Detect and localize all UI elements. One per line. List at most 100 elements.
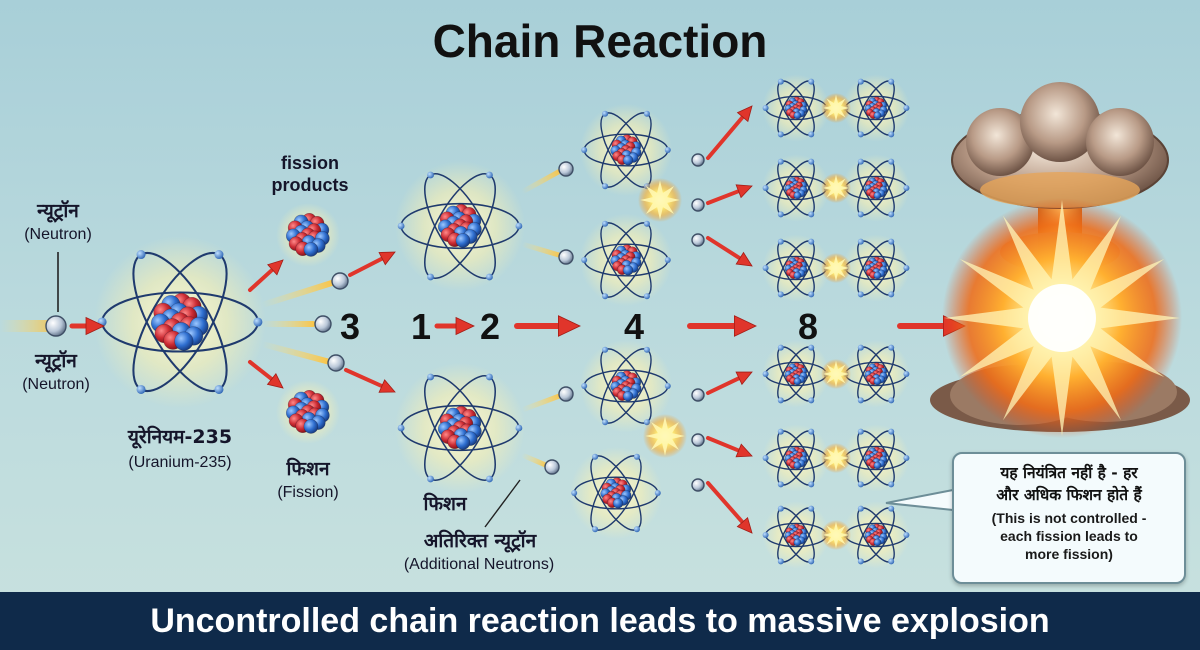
electron: [808, 131, 815, 138]
stage4-atom-right-1: [842, 74, 910, 142]
free-neutron: [558, 249, 574, 265]
electron: [515, 222, 523, 230]
electron: [777, 158, 784, 165]
fission-label-hi: फिशन: [286, 458, 330, 480]
electron: [808, 397, 815, 404]
electron: [777, 505, 784, 512]
stage4-atom-left-4: [762, 340, 830, 408]
electron: [486, 475, 493, 483]
cloud-underglow: [980, 172, 1140, 208]
additional-neutrons-label-en: (Additional Neutrons): [403, 556, 555, 573]
electron: [888, 505, 895, 512]
incoming-arrow-head: [85, 316, 105, 336]
electron: [888, 131, 895, 138]
stage3-atom-3: [579, 339, 673, 433]
electron: [888, 558, 895, 565]
free-neutron: [544, 459, 560, 475]
electron: [136, 250, 146, 260]
neutron-trail: [521, 453, 549, 468]
electron: [903, 532, 910, 538]
incoming-neutron-label-en: (Neutron): [24, 226, 92, 243]
stage4-atom-right-6: [842, 501, 910, 569]
arrow-to-stage4-3-head: [735, 251, 753, 267]
electron: [602, 110, 609, 117]
electron: [643, 220, 650, 227]
electron: [486, 373, 493, 381]
electron: [602, 183, 609, 190]
callout-tail: [885, 488, 954, 512]
electron: [602, 346, 609, 353]
electron: [857, 158, 864, 165]
free-neutron: [558, 386, 574, 402]
electron: [664, 383, 671, 389]
electron: [903, 371, 910, 377]
caption-banner: Uncontrolled chain reaction leads to mas…: [0, 592, 1200, 650]
electron: [602, 293, 609, 300]
electron: [581, 383, 588, 389]
fission-product-bottom: [285, 389, 330, 434]
additional-neutrons-label-hi: अतिरिक्त न्यूट्रॉन: [423, 530, 537, 552]
electron: [888, 238, 895, 245]
neutron-label-en: (Neutron): [22, 376, 90, 393]
stage4-atom-left-5: [762, 424, 830, 492]
electron: [136, 384, 146, 394]
count-arrow-3-head: [734, 315, 757, 337]
electron: [857, 505, 864, 512]
flash-star: [645, 416, 685, 456]
electron: [903, 105, 910, 111]
arrow-to-stage2-top: [348, 256, 385, 277]
electron: [592, 453, 599, 460]
incoming-neutron-label-hi: न्यूट्रॉन: [37, 200, 79, 222]
stage4-atom-right-2: [842, 154, 910, 222]
electron: [777, 344, 784, 351]
callout-line2-en: each fission leads to: [1000, 528, 1138, 544]
arrow-to-product-bottom-head: [266, 373, 284, 389]
uranium-label-en: (Uranium-235): [128, 454, 232, 471]
electron: [427, 273, 434, 281]
electron: [808, 481, 815, 488]
free-neutron: [691, 198, 705, 212]
arrow-to-stage2-bottom: [344, 368, 384, 389]
neutron-trail: [521, 393, 563, 412]
electron: [515, 424, 523, 432]
flash-star: [822, 94, 850, 122]
arrow-to-product-top-head: [267, 259, 284, 276]
electron: [397, 424, 405, 432]
callout-line1-en: (This is not controlled -: [991, 510, 1147, 526]
stage4-atom-left-2: [762, 154, 830, 222]
electron: [486, 273, 493, 281]
electron: [857, 428, 864, 435]
electron: [633, 453, 640, 460]
arrow-to-stage4-5: [706, 436, 741, 453]
page-title: Chain Reaction: [432, 15, 768, 67]
stage4-atom-left-1: [762, 74, 830, 142]
electron: [857, 344, 864, 351]
electron: [857, 558, 864, 565]
electron: [808, 78, 815, 85]
callout-line1-hi: यह नियंत्रित नहीं है - हर: [1000, 464, 1138, 482]
electron: [888, 291, 895, 298]
electron: [857, 238, 864, 245]
electron: [762, 265, 769, 271]
count-arrow-1-head: [455, 316, 475, 336]
stage4-atom-left-3: [762, 234, 830, 302]
electron: [808, 344, 815, 351]
electron: [486, 171, 493, 179]
electron: [777, 78, 784, 85]
count-stage4: 8: [798, 306, 819, 347]
electron: [762, 371, 769, 377]
arrow-to-stage4-4: [706, 376, 742, 395]
mushroom-cloud: [930, 82, 1190, 438]
flash-star: [822, 521, 850, 549]
released-neutron: [327, 354, 345, 372]
uranium-atom: [93, 235, 267, 409]
electron: [777, 481, 784, 488]
electron: [581, 257, 588, 263]
electron: [397, 222, 405, 230]
count-stage3: 4: [624, 306, 645, 347]
count-start: 1: [411, 306, 432, 347]
stage3-atom-2: [579, 213, 673, 307]
arrow-to-stage4-6: [706, 481, 745, 525]
electron: [581, 147, 588, 153]
arrow-to-stage2-bottom-head: [378, 379, 396, 393]
